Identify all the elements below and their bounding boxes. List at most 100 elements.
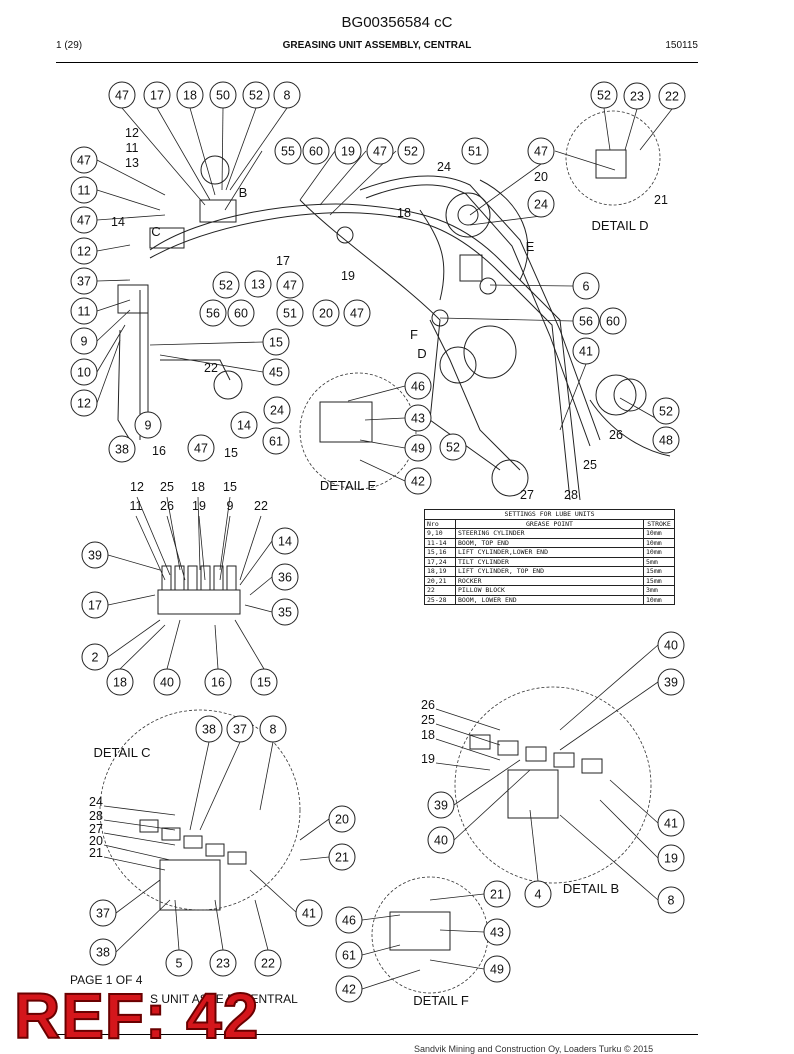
- leader-line: [529, 809, 539, 882]
- detail-d-block: [595, 149, 627, 179]
- lube-cell-point: ROCKER: [455, 575, 644, 586]
- leader-line: [189, 741, 210, 831]
- callout-number: 52: [249, 89, 263, 103]
- callout-bubble: 61: [262, 427, 290, 455]
- leader-line: [259, 741, 274, 811]
- callout-number: 20: [319, 307, 333, 321]
- leader-line: [96, 339, 121, 404]
- hose-line: [479, 179, 529, 281]
- callout-number: 45: [269, 366, 283, 380]
- lube-cell-point: TILT CYLINDER: [455, 556, 644, 567]
- part-label: 24: [437, 160, 451, 174]
- leader-line: [96, 189, 161, 211]
- leader-line: [361, 914, 401, 921]
- leader-line: [299, 818, 330, 841]
- callout-number: 10: [77, 366, 91, 380]
- callout-bubble: 23: [623, 82, 651, 110]
- lube-cell-nro: 22: [424, 585, 456, 596]
- part-label: 25: [160, 480, 174, 494]
- leader-line: [103, 856, 166, 871]
- footer-copyright: Sandvik Mining and Construction Oy, Load…: [414, 1044, 654, 1054]
- callout-number: 9: [81, 335, 88, 349]
- leader-line: [599, 799, 659, 859]
- document-id: BG00356584 cC: [341, 14, 453, 31]
- leader-line: [439, 317, 574, 322]
- leader-line: [319, 150, 367, 206]
- leader-line: [219, 496, 231, 571]
- distributor-block: [117, 284, 149, 314]
- callout-bubble: 43: [483, 918, 511, 946]
- callout-number: 49: [411, 442, 425, 456]
- lube-cell-point: PILLOW BLOCK: [455, 585, 644, 596]
- callout-bubble: 12: [70, 389, 98, 417]
- header-rule: [56, 62, 698, 63]
- callout-number: 17: [88, 599, 102, 613]
- footer-rule: [56, 1034, 698, 1035]
- leader-line: [96, 279, 131, 282]
- leader-line: [469, 163, 542, 216]
- callout-number: 43: [490, 926, 504, 940]
- leader-line: [156, 107, 211, 201]
- detail-e-block: [319, 401, 373, 443]
- callout-bubble: 5: [165, 949, 193, 977]
- leader-line: [221, 107, 224, 191]
- leader-line: [347, 385, 406, 402]
- callout-bubble: 40: [153, 668, 181, 696]
- callout-bubble: 20: [312, 299, 340, 327]
- callout-bubble: 11: [70, 176, 98, 204]
- callout-bubble: 4: [524, 880, 552, 908]
- part-label: 14: [111, 215, 125, 229]
- detail-title-d: DETAIL D: [591, 218, 648, 233]
- callout-bubble: 12: [70, 237, 98, 265]
- callout-bubble: 24: [263, 396, 291, 424]
- hose-line: [160, 359, 231, 381]
- callout-number: 47: [373, 145, 387, 159]
- callout-bubble: 13: [244, 270, 272, 298]
- callout-bubble: 50: [209, 81, 237, 109]
- leader-line: [559, 814, 659, 901]
- leader-line: [166, 619, 181, 670]
- callout-number: 21: [490, 888, 504, 902]
- callout-bubble: 45: [262, 358, 290, 386]
- callout-bubble: 52: [590, 81, 618, 109]
- detail-f-block: [389, 911, 451, 951]
- callout-bubble: 52: [652, 397, 680, 425]
- detail-title-e: DETAIL E: [320, 478, 377, 493]
- leader-line: [224, 150, 263, 211]
- callout-bubble: 39: [427, 791, 455, 819]
- hub-component: [595, 374, 637, 416]
- callout-number: 47: [283, 279, 297, 293]
- hose-fitting: [469, 734, 491, 750]
- part-label: 13: [125, 156, 139, 170]
- part-label: 28: [89, 809, 103, 823]
- lube-cell-point: LIFT CYLINDER,LOWER END: [455, 547, 644, 558]
- lube-cell-point: BOOM, LOWER END: [455, 594, 644, 605]
- part-label: 27: [520, 488, 534, 502]
- leader-line: [166, 496, 181, 571]
- lube-cell-nro: 11-14: [424, 537, 456, 548]
- callout-number: 47: [115, 89, 129, 103]
- hose-fitting: [581, 758, 603, 774]
- leader-line: [219, 515, 231, 581]
- callout-bubble: 18: [106, 668, 134, 696]
- page-title: GREASING UNIT ASSEMBLY, CENTRAL: [282, 40, 472, 51]
- callout-number: 4: [535, 888, 542, 902]
- callout-number: 61: [342, 949, 356, 963]
- leader-line: [435, 708, 501, 731]
- detail-letter-e: E: [526, 239, 535, 254]
- callout-number: 22: [665, 90, 679, 104]
- callout-bubble: 21: [328, 843, 356, 871]
- lube-cell-stroke: 5mm: [643, 556, 675, 567]
- part-label: 9: [227, 499, 234, 513]
- part-label: 22: [254, 499, 268, 513]
- leader-line: [469, 215, 542, 226]
- part-label: 18: [191, 480, 205, 494]
- callout-number: 8: [284, 89, 291, 103]
- part-label: 18: [421, 728, 435, 742]
- part-label: 15: [224, 446, 238, 460]
- leader-line: [361, 944, 401, 956]
- leader-line: [199, 741, 241, 831]
- callout-number: 13: [251, 278, 265, 292]
